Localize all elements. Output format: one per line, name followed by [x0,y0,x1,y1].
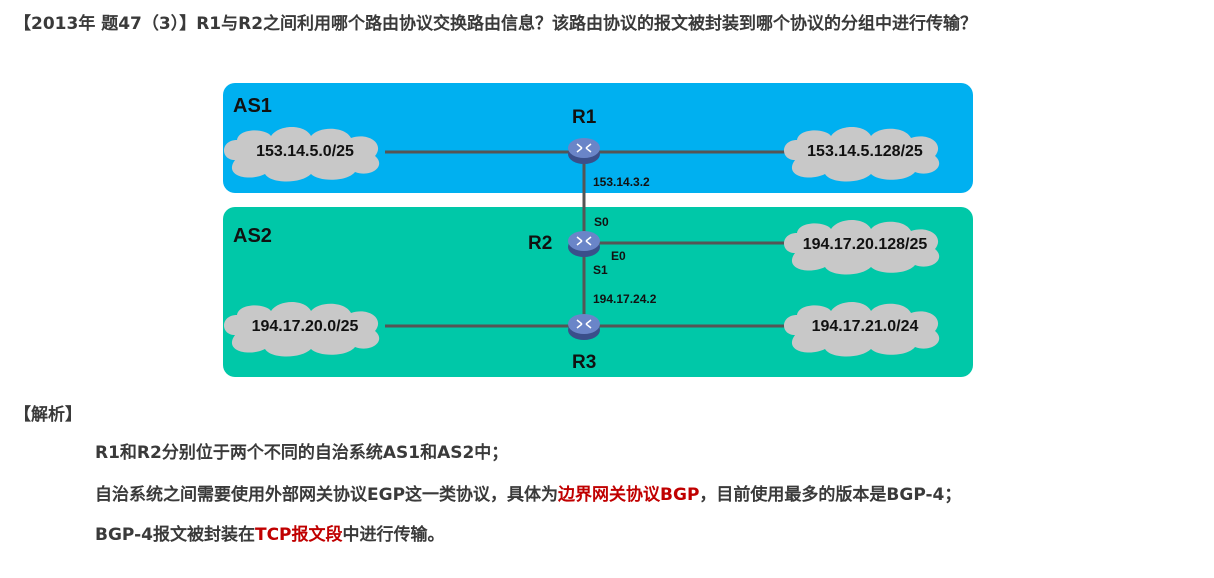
network-label: 194.17.20.128/25 [802,236,928,253]
network-diagram: AS1 AS2 R1 R2 R3 153.14.5.0/25 153.14.5.… [223,83,973,377]
as1-label: AS1 [233,95,272,117]
s0-label: S0 [594,215,609,229]
highlight-bgp: 边界网关协议BGP [558,485,700,505]
e0-label: E0 [611,249,626,263]
network-label: 194.17.20.0/25 [251,318,359,335]
r1-interface-ip: 153.14.3.2 [593,175,650,189]
analysis-line-1: R1和R2分别位于两个不同的自治系统AS1和AS2中； [95,443,509,463]
text: BGP-4报文被封装在 [95,525,255,545]
r1-label: R1 [572,107,597,128]
text: 中进行传输。 [342,525,445,545]
text: ，目前使用最多的版本是BGP-4； [699,485,962,505]
as2-label: AS2 [233,225,272,247]
text: 自治系统之间需要使用外部网关协议EGP这一类协议，具体为 [95,485,559,505]
network-label: 153.14.5.128/25 [807,143,923,160]
question-text: 【2013年 题47（3）】R1与R2之间利用哪个路由协议交换路由信息？该路由协… [14,14,978,34]
analysis-heading: 【解析】 [14,405,82,425]
analysis-line-2: 自治系统之间需要使用外部网关协议EGP这一类协议，具体为边界网关协议BGP，目前… [95,480,961,505]
router-icon [567,313,601,341]
network-label: 194.17.21.0/24 [811,318,919,335]
analysis-line-3: BGP-4报文被封装在TCP报文段中进行传输。 [95,520,445,545]
router-icon [567,230,601,258]
router-icon [567,137,601,165]
highlight-tcp: TCP报文段 [254,525,343,545]
r3-label: R3 [572,352,597,373]
r2-label: R2 [528,233,553,254]
links [223,127,940,357]
network-label: 153.14.5.0/25 [256,143,354,160]
r3-interface-ip: 194.17.24.2 [593,292,657,306]
s1-label: S1 [593,263,608,277]
